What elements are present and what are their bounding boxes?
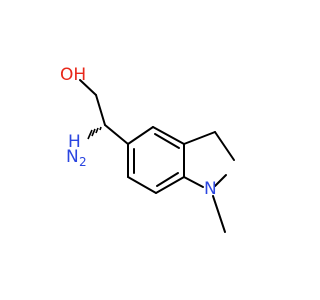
bond-ar2	[152, 126, 185, 145]
bond-ar4	[155, 176, 185, 194]
amine-h-label: H	[68, 132, 81, 152]
bond-ch2b	[214, 131, 235, 161]
bond-n-ar	[183, 176, 204, 188]
bond-o-ch2	[79, 79, 97, 96]
bond-ar-double2	[156, 172, 179, 187]
bond-ring-n-c	[214, 174, 227, 187]
bond-ar-double1	[154, 133, 180, 149]
molecule-structure: OH H N 2 N	[60, 65, 235, 233]
bond-cstar-ar	[104, 124, 129, 145]
bond-ar1	[127, 126, 154, 145]
bond-n-methyl	[212, 195, 226, 233]
bond-ch2a	[183, 131, 216, 145]
stereo-hash-bond	[87, 126, 102, 140]
amine-n-label: N	[66, 147, 79, 167]
bond-ar5	[127, 176, 157, 194]
amine-subscript: 2	[79, 155, 87, 169]
ring-n-label: N	[204, 179, 217, 199]
bond-ch2-cstar	[95, 94, 106, 126]
hydroxyl-label: OH	[60, 65, 86, 85]
